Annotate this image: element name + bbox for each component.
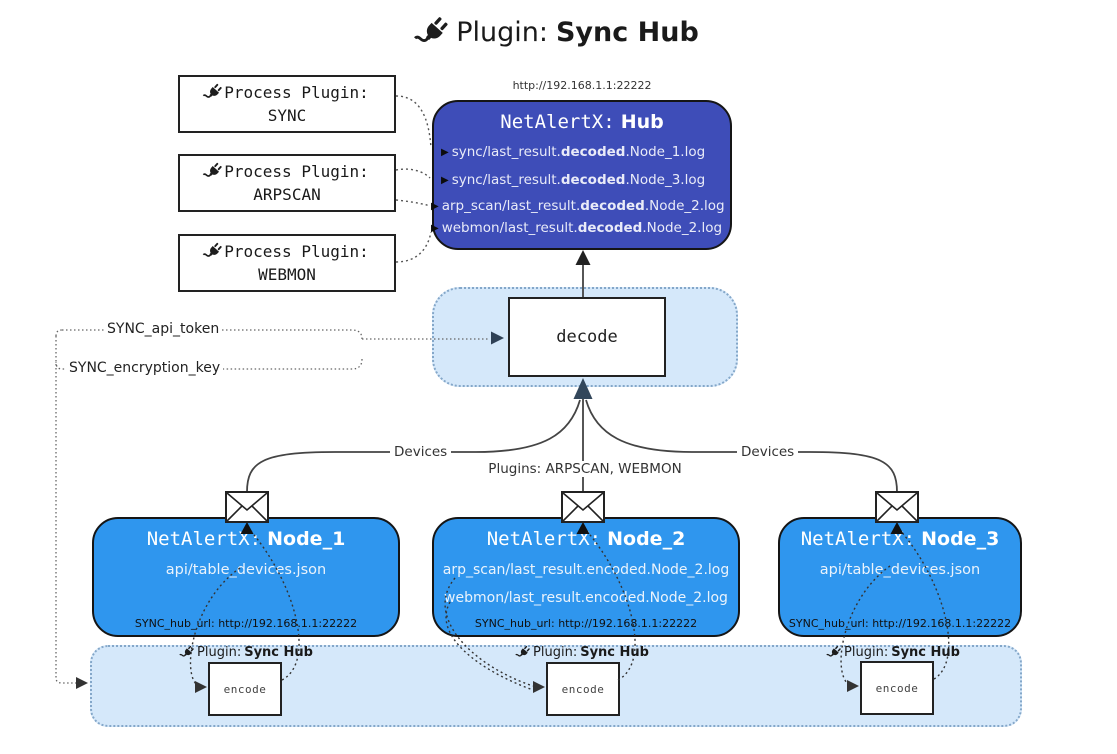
process-plugin-label: Process Plugin: [224,241,369,261]
node1-title: NetAlertX: Node_1 [146,528,346,550]
node3-file: api/table_devices.json [819,562,981,578]
plug-icon [201,80,226,105]
encode1-box: encode [208,662,282,716]
hub-box [432,100,732,250]
process-plugin-sync: Process Plugin: SYNC [178,75,396,133]
page-title: Plugin: Sync Hub [0,16,1117,49]
node3-hub-url: SYNC_hub_url: http://192.168.1.1:22222 [788,617,1012,630]
process-plugin-name: ARPSCAN [253,185,321,204]
plug-icon [201,159,226,184]
plugin-to-hub-links [395,95,432,263]
node2-file: webmon/last_result.encoded.Node_2.log [444,590,728,606]
devices-left-label: Devices [390,444,452,460]
plug-icon [411,10,455,55]
sync-api-token-label: SYNC_api_token [104,321,223,337]
sync-encryption-key-label: SYNC_encryption_key [66,360,224,376]
node-to-decode-lines [246,394,898,493]
plug-icon [825,643,845,663]
decode-label: decode [556,327,618,347]
arrow-marker-icon: ▶ [441,174,449,186]
plug-icon [514,643,534,663]
encode2-box: encode [546,662,620,716]
hub-title: NetAlertX: Hub [432,111,732,133]
page-title-name: Sync Hub [555,17,699,48]
arrow-marker-icon: ▶ [431,222,439,234]
encoder1-label: Plugin: Sync Hub [181,645,313,660]
node1-file: api/table_devices.json [165,562,327,578]
hub-log-line: ▶ sync/last_result.decoded.Node_1.log [441,144,706,160]
arrowhead-into-encode-panel [76,677,88,689]
plug-icon [201,239,226,264]
plug-icon [178,643,198,663]
page-title-prefix: Plugin: [456,17,548,48]
encode3-box: encode [860,661,934,715]
process-plugin-webmon: Process Plugin: WEBMON [178,234,396,292]
hub-log-line: ▶ sync/last_result.decoded.Node_3.log [441,172,706,188]
process-plugin-label: Process Plugin: [224,161,369,181]
process-plugin-arpscan: Process Plugin: ARPSCAN [178,154,396,212]
node2-title: NetAlertX: Node_2 [486,528,686,550]
arrow-marker-icon: ▶ [431,200,439,212]
process-plugin-name: SYNC [267,106,307,125]
node1-box [92,517,400,637]
hub-log-line: ▶ arp_scan/last_result.decoded.Node_2.lo… [431,198,725,214]
hub-url: http://192.168.1.1:22222 [512,79,652,92]
plugins-mid-label: Plugins: ARPSCAN, WEBMON [484,461,686,477]
process-plugin-name: WEBMON [258,265,316,284]
hub-title-prefix: NetAlertX: [500,111,615,133]
devices-right-label: Devices [737,444,799,460]
arrow-marker-icon: ▶ [441,146,449,158]
arrowhead-into-hub [575,250,591,265]
node2-hub-url: SYNC_hub_url: http://192.168.1.1:22222 [474,617,698,630]
node2-file: arp_scan/last_result.encoded.Node_2.log [442,562,730,578]
process-plugin-label: Process Plugin: [224,82,369,102]
node3-title: NetAlertX: Node_3 [800,528,1000,550]
encoder2-label: Plugin: Sync Hub [517,645,649,660]
encoder3-label: Plugin: Sync Hub [828,645,960,660]
decode-box: decode [508,297,666,377]
hub-log-line: ▶ webmon/last_result.decoded.Node_2.log [431,220,723,236]
hub-title-name: Hub [620,111,664,133]
node1-hub-url: SYNC_hub_url: http://192.168.1.1:22222 [134,617,358,630]
